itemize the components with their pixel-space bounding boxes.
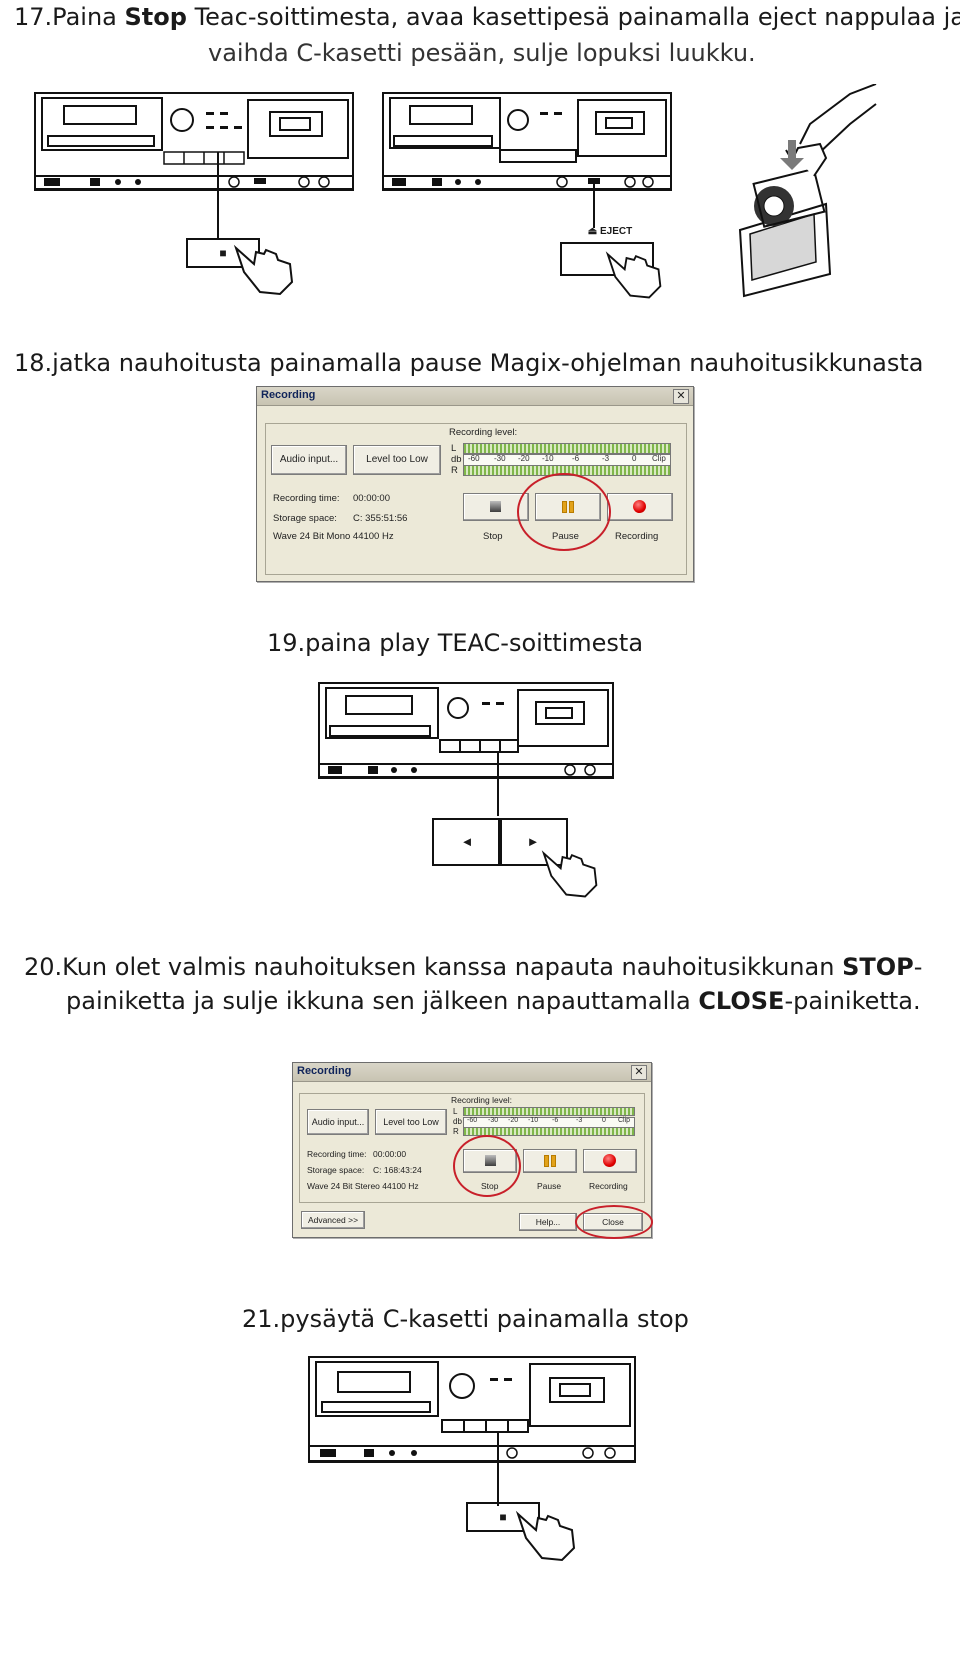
record-icon xyxy=(603,1154,616,1167)
step-21-text: 21.pysäytä C-kasetti painamalla stop xyxy=(242,1305,689,1333)
recording-label: Recording xyxy=(589,1181,628,1191)
dialog-titlebar: Recording ✕ xyxy=(257,387,693,406)
audio-input-button[interactable]: Audio input... xyxy=(271,445,347,475)
level-status-button[interactable]: Level too Low xyxy=(353,445,441,475)
play-button-callout: ► xyxy=(498,818,568,866)
record-button[interactable] xyxy=(583,1149,637,1173)
pause-button[interactable] xyxy=(523,1149,577,1173)
step-19-text: 19.paina play TEAC-soittimesta xyxy=(266,629,644,657)
channel-r-label: R xyxy=(451,465,458,476)
record-icon xyxy=(633,500,646,513)
recording-level-label: Recording level: xyxy=(449,427,518,438)
hand-pointer-icon xyxy=(233,244,294,296)
highlight-circle xyxy=(575,1205,653,1239)
highlight-circle xyxy=(517,473,611,551)
storage-space-label: Storage space: xyxy=(307,1165,365,1175)
recording-time-label: Recording time: xyxy=(273,493,340,504)
eject-button-callout xyxy=(560,242,654,276)
recording-label: Recording xyxy=(615,531,659,542)
highlight-circle xyxy=(453,1135,521,1197)
hand-pointer-icon xyxy=(605,251,662,299)
recording-time-value: 00:00:00 xyxy=(353,493,390,504)
rewind-button-callout: ◄ xyxy=(432,818,502,866)
cassette-deck-illustration xyxy=(382,92,672,228)
recording-dialog: Recording ✕ Audio input... Level too Low… xyxy=(292,1062,653,1239)
help-button[interactable]: Help... xyxy=(519,1213,577,1231)
hand-pointer-icon xyxy=(541,850,598,898)
storage-space-value: C: 168:43:24 xyxy=(373,1165,422,1175)
channel-l-label: L xyxy=(453,1107,458,1116)
cassette-deck-illustration xyxy=(318,682,614,816)
level-meter-left xyxy=(463,1107,635,1116)
dialog-title: Recording xyxy=(297,1065,352,1077)
stop-button-callout: ■ xyxy=(466,1502,540,1532)
channel-l-label: L xyxy=(451,443,457,454)
cassette-insert-illustration xyxy=(738,84,877,298)
pause-label: Pause xyxy=(537,1181,562,1191)
level-meter-right xyxy=(463,1127,635,1136)
dialog-title: Recording xyxy=(261,389,316,401)
pause-icon xyxy=(544,1155,556,1167)
step-18-text: 18.jatka nauhoitusta painamalla pause Ma… xyxy=(14,349,924,377)
close-icon[interactable]: ✕ xyxy=(673,389,689,404)
step-20-line1: 20.Kun olet valmis nauhoituksen kanssa n… xyxy=(24,953,923,981)
stop-icon xyxy=(490,501,501,512)
stop-label: Stop xyxy=(483,531,503,542)
channel-r-label: R xyxy=(453,1127,459,1136)
step-17-line2: vaihda C-kasetti pesään, sulje lopuksi l… xyxy=(208,39,756,67)
storage-space-value: C: 355:51:56 xyxy=(353,513,408,524)
level-meter-left xyxy=(463,443,671,454)
eject-label: ⏏ EJECT xyxy=(587,226,633,237)
record-button[interactable] xyxy=(607,493,673,521)
cassette-deck-illustration xyxy=(308,1356,636,1506)
close-icon[interactable]: ✕ xyxy=(631,1065,647,1080)
step-20-line2: painiketta ja sulje ikkuna sen jälkeen n… xyxy=(66,987,921,1015)
recording-time-value: 00:00:00 xyxy=(373,1149,407,1159)
dialog-titlebar: Recording ✕ xyxy=(293,1063,651,1082)
level-status-button[interactable]: Level too Low xyxy=(375,1109,447,1135)
recording-time-label: Recording time: xyxy=(307,1149,367,1159)
recording-dialog: Recording ✕ Audio input... Level too Low… xyxy=(256,386,694,582)
channel-db-label: db xyxy=(453,1117,462,1126)
advanced-button[interactable]: Advanced >> xyxy=(301,1211,365,1229)
channel-db-label: db xyxy=(451,454,462,465)
audio-input-button[interactable]: Audio input... xyxy=(307,1109,369,1135)
step-17-line1: 17.Paina Stop Teac-soittimesta, avaa kas… xyxy=(14,3,960,31)
cassette-deck-illustration xyxy=(34,92,354,238)
audio-format: Wave 24 Bit Stereo 44100 Hz xyxy=(307,1181,419,1191)
recording-level-label: Recording level: xyxy=(451,1095,512,1105)
hand-pointer-icon xyxy=(515,1510,576,1562)
storage-space-label: Storage space: xyxy=(273,513,337,524)
audio-format: Wave 24 Bit Mono 44100 Hz xyxy=(273,531,394,542)
